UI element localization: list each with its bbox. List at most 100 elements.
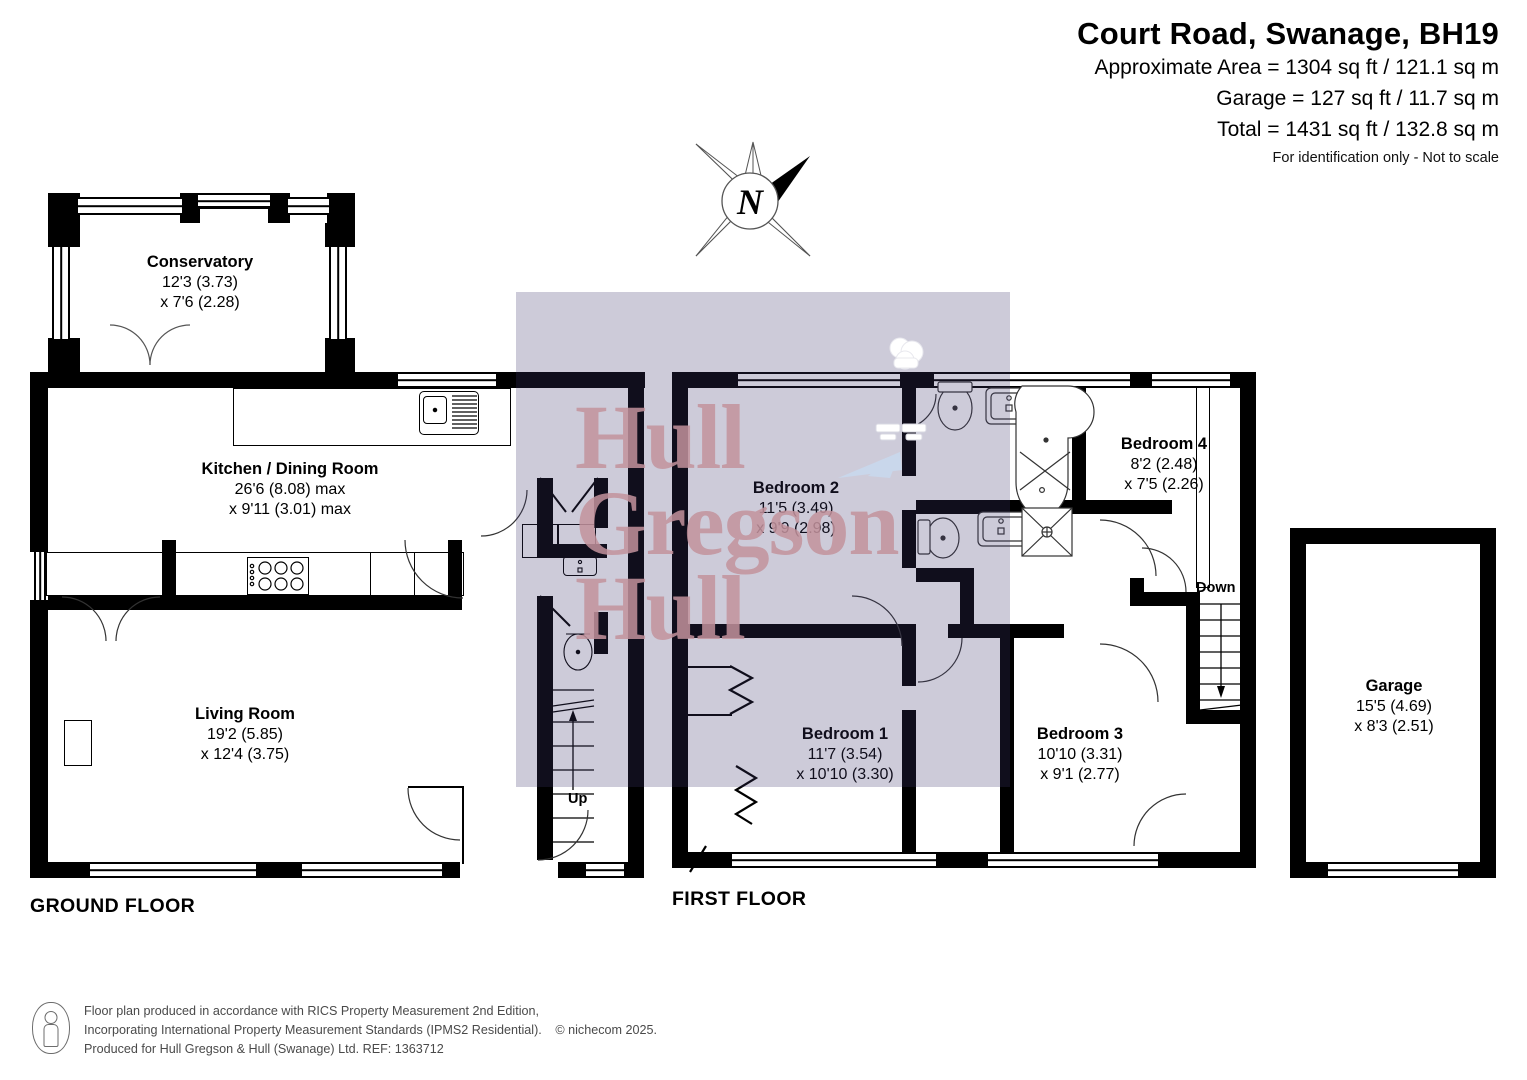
worktop-line [414,552,416,596]
sink-icon [419,391,479,435]
garage-area-text: Garage = 127 sq ft / 11.7 sq m [1216,86,1499,110]
wall [537,544,607,558]
wall [48,596,176,610]
footer-line-2: Incorporating International Property Mea… [84,1023,542,1038]
basin-icon [563,556,597,576]
footer-line-3: Produced for Hull Gregson & Hull (Swanag… [84,1042,444,1057]
wall [672,372,688,868]
wall [1128,372,1154,388]
fireplace-icon [64,720,92,766]
wall [1072,500,1086,514]
wall [327,193,355,223]
room-label-living: Living Room 19'2 (5.85) x 12'4 (3.75) [195,705,295,763]
wall [1130,592,1188,606]
wall [594,612,608,654]
window [78,197,182,215]
wall [916,568,974,582]
wall [960,568,974,630]
wall [495,372,645,388]
room-label-bedroom4: Bedroom 4 8'2 (2.48) x 7'5 (2.26) [1120,435,1208,493]
wall [672,852,734,868]
garage-door [1328,862,1458,878]
wall [902,624,916,686]
wall [558,862,588,878]
room-label-kitchen: Kitchen / Dining Room 26'6 (8.08) max x … [201,460,379,518]
wall [1290,528,1496,544]
page-title: Court Road, Swanage, BH19 [1077,16,1499,51]
window [1152,372,1230,388]
stairs-up-label: Up [568,791,588,807]
wall [30,862,92,878]
wall [628,628,644,868]
room-label-conservatory: Conservatory 12'3 (3.73) x 7'6 (2.28) [146,253,254,311]
wall [1480,528,1496,878]
footer-copyright: © nichecom 2025. [555,1023,658,1038]
stairs-down-label: Down [1196,580,1236,596]
cupboard [558,524,596,558]
compass-rose-icon: N [692,138,814,260]
room-label-bedroom3: Bedroom 3 10'10 (3.31) x 9'1 (2.77) [1036,725,1124,783]
wall [934,852,990,868]
wall [268,193,290,223]
window [988,852,1158,868]
wall [176,596,448,610]
wall-line [408,786,464,788]
wall [325,223,355,247]
wall [1240,372,1256,868]
footer-line-1: Floor plan produced in accordance with R… [84,1004,540,1018]
worktop-line [370,552,372,596]
watermark-brand: Hull Gregson Hull [575,391,995,660]
wall [898,372,936,388]
wall-line [688,666,732,668]
window [52,247,70,339]
window [738,372,900,388]
hob-icon [247,557,309,595]
wall [1186,710,1242,724]
window [90,862,256,878]
wall [30,372,48,552]
wall [162,540,176,602]
wall [48,338,80,372]
wall [948,624,1064,638]
room-label-bedroom2: Bedroom 2 11'5 (3.49) x 9'9 (2.98) [752,479,840,537]
wall [1186,592,1200,724]
watermark-line-2: Gregson [575,471,900,574]
wall-line [462,786,464,864]
worktop [233,388,511,446]
wall [1086,500,1172,514]
selection-overlay [516,292,1010,787]
window [198,193,270,209]
wall [1156,852,1256,868]
wall [537,644,553,860]
sink-bowl-icon [423,396,447,424]
room-label-bedroom1: Bedroom 1 11'7 (3.54) x 10'10 (3.30) [796,725,894,783]
compass-north-label: N [736,182,765,222]
rics-person-icon [32,1002,70,1054]
ground-floor-label: GROUND FLOOR [30,895,196,917]
wall [1290,862,1330,878]
window [329,247,347,339]
footer: Floor plan produced in accordance with R… [32,1002,657,1059]
wall [48,193,80,223]
wall [48,223,80,247]
window [398,372,496,388]
worktop [46,552,464,596]
wall [1290,528,1306,878]
wall-thin [1196,386,1210,588]
wall [1456,862,1496,878]
wall [1000,638,1014,852]
room-label-garage: Garage 15'5 (4.69) x 8'3 (2.51) [1354,677,1434,735]
wall-line [688,714,732,716]
window [34,552,46,600]
wall [30,600,48,878]
total-area-text: Total = 1431 sq ft / 132.8 sq m [1217,117,1499,141]
wall [30,372,400,388]
approx-area-text: Approximate Area = 1304 sq ft / 121.1 sq… [1094,55,1500,79]
plan-header: Court Road, Swanage, BH19 Approximate Ar… [1077,16,1499,166]
wall [672,372,740,388]
watermark-line-3: Hull [575,557,746,660]
window [302,862,442,878]
cupboard [522,524,558,558]
window [288,197,329,215]
